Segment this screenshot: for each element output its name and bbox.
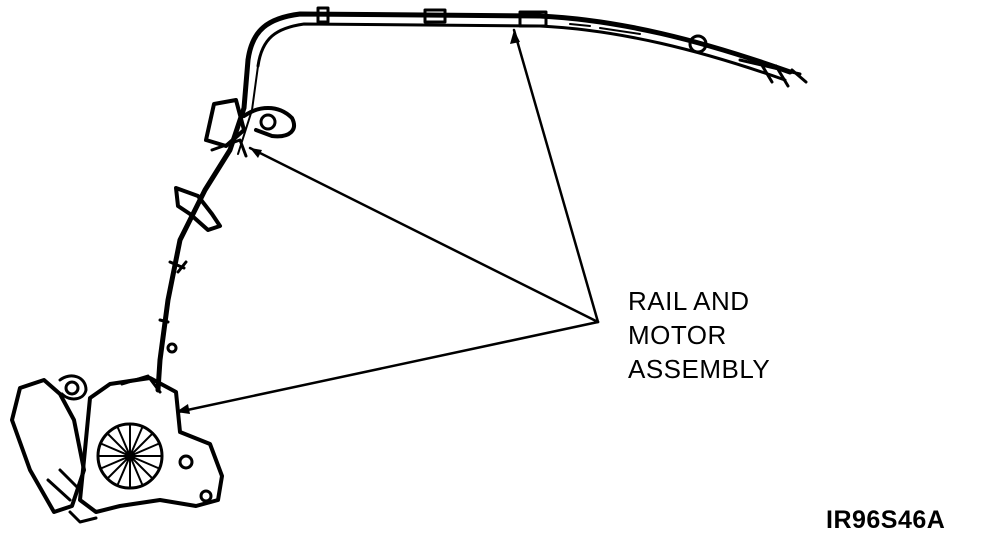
upper-roof-rail bbox=[245, 6, 808, 88]
callout-line-2: MOTOR bbox=[628, 320, 727, 350]
middle-bracket bbox=[158, 186, 222, 354]
callout-line-3: ASSEMBLY bbox=[628, 354, 771, 384]
callout-label: RAIL AND MOTOR ASSEMBLY bbox=[628, 284, 770, 386]
leader-line-motor bbox=[176, 320, 600, 414]
callout-line-1: RAIL AND bbox=[628, 286, 750, 316]
motor-assembly bbox=[10, 374, 224, 524]
figure-id: IR96S46A bbox=[826, 506, 946, 534]
upper-bracket bbox=[204, 98, 296, 158]
callout-leader-lines bbox=[176, 28, 600, 414]
leader-line-upper-bracket bbox=[248, 146, 600, 324]
leader-line-top-rail bbox=[512, 28, 600, 324]
pillar-rail bbox=[155, 57, 259, 393]
leader-arrowheads bbox=[176, 30, 520, 414]
